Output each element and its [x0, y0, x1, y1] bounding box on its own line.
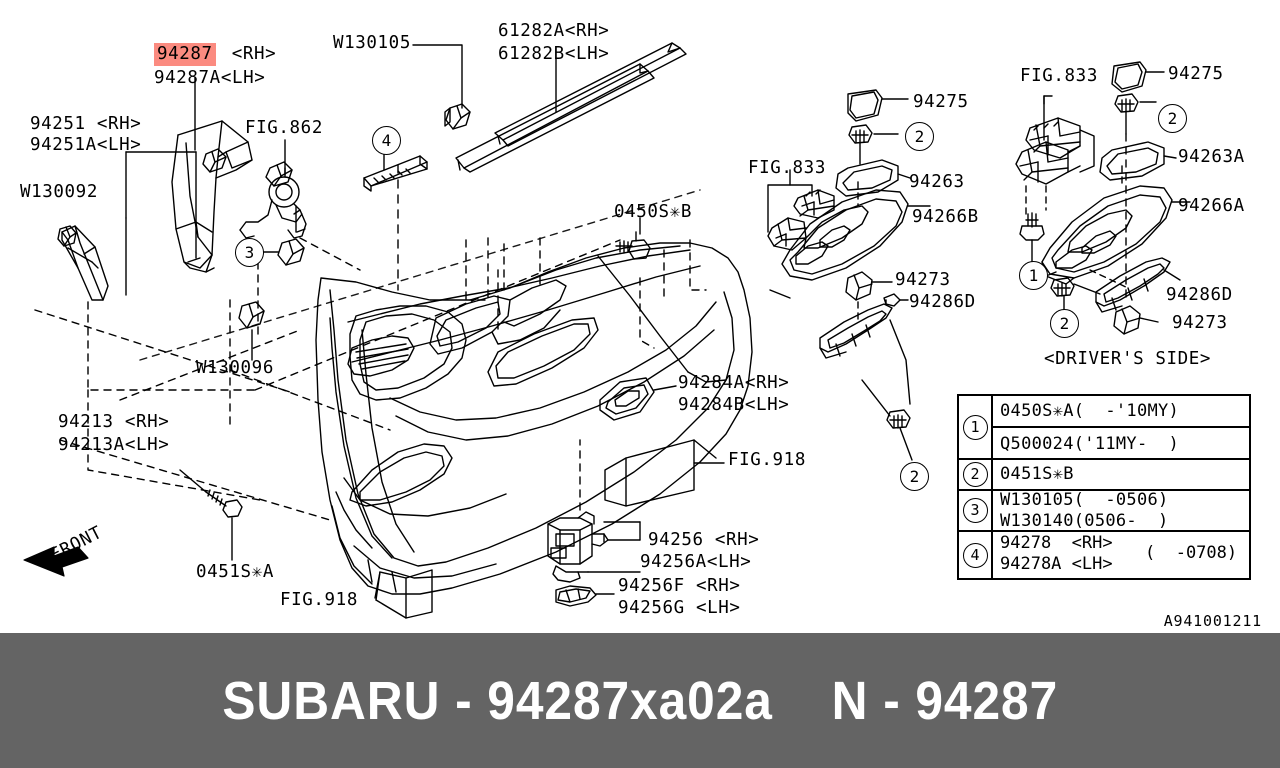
label-fig833-right: FIG.833 — [1020, 66, 1098, 86]
label-fig918-left: FIG.918 — [280, 590, 358, 610]
label-94286d-right: 94286D — [1166, 285, 1233, 305]
legend-table: 1 2 3 4 0450S✳A( -'10MY) Q500024('11MY- … — [957, 394, 1251, 580]
label-94213a-lh: 94213A<LH> — [58, 435, 170, 455]
callout-1-right: 1 — [1019, 261, 1048, 290]
legend-row-2-line-1: 0451S✳B — [1000, 464, 1074, 484]
highlighted-part-number: 94287 — [154, 43, 216, 66]
label-fig833-mid: FIG.833 — [748, 158, 826, 178]
label-94275-mid: 94275 — [913, 92, 969, 112]
legend-row-2: 0451S✳B — [993, 460, 1249, 491]
diagram-linework — [23, 42, 1191, 619]
label-94273-mid: 94273 — [895, 270, 951, 290]
label-94284a-rh: 94284A<RH> — [678, 373, 790, 393]
legend-row-3-line-2: W130140(0506- ) — [1000, 510, 1169, 531]
label-0451s-a: 0451S✳A — [196, 562, 274, 582]
legend-number-column: 1 2 3 4 — [959, 396, 993, 578]
label-61282b-lh: 61282B<LH> — [498, 44, 610, 64]
legend-circle-3: 3 — [962, 498, 988, 523]
label-94263a: 94263A — [1178, 147, 1245, 167]
legend-row-3: W130105( -0506) W130140(0506- ) — [993, 489, 1249, 532]
legend-row-1-line-1: 0450S✳A( -'10MY) — [993, 396, 1249, 428]
label-61282a-rh: 61282A<RH> — [498, 21, 610, 41]
callout-2-bottom: 2 — [900, 462, 929, 491]
legend-row-3-line-1: W130105( -0506) — [1000, 489, 1169, 510]
legend-row-3-lines: W130105( -0506) W130140(0506- ) — [993, 489, 1249, 531]
footer-bar: SUBARU - 94287xa02a N - 94287 — [0, 633, 1280, 768]
label-94251-rh: 94251 <RH> — [30, 114, 142, 134]
callout-2-right: 2 — [1158, 104, 1187, 133]
legend-num-4: 4 — [959, 532, 991, 578]
label-fig862: FIG.862 — [245, 118, 323, 138]
callout-4-top: 4 — [372, 126, 401, 155]
label-94251a-lh: 94251A<LH> — [30, 135, 142, 155]
legend-row-4-line-2: 94278A <LH> — [1000, 554, 1113, 574]
label-94256a-lh: 94256A<LH> — [640, 552, 752, 572]
label-w130092: W130092 — [20, 182, 98, 202]
label-94273-right: 94273 — [1172, 313, 1228, 333]
label-0450s-b: 0450S✳B — [614, 202, 692, 222]
label-fig918-right: FIG.918 — [728, 450, 806, 470]
label-w130105: W130105 — [333, 33, 411, 53]
label-94213-rh: 94213 <RH> — [58, 412, 170, 432]
label-94266b: 94266B — [912, 207, 979, 227]
label-94266a: 94266A — [1178, 196, 1245, 216]
callout-3-left: 3 — [235, 238, 264, 267]
label-94286d-mid: 94286D — [909, 292, 976, 312]
legend-row-4: 94278 <RH> 94278A <LH> ( -0708) — [993, 532, 1249, 578]
legend-row-4-line-1: 94278 <RH> — [1000, 533, 1113, 553]
callout-2-lower-right: 2 — [1050, 309, 1079, 338]
legend-num-2: 2 — [959, 460, 991, 491]
legend-row-1-line-2: Q500024('11MY- ) — [1000, 434, 1180, 454]
legend-text-column: 0450S✳A( -'10MY) Q500024('11MY- ) 0451S✳… — [993, 396, 1249, 578]
label-w130096: W130096 — [196, 358, 274, 378]
legend-row-4-suffix: ( -0708) — [1145, 543, 1238, 563]
label-94256g-lh: 94256G <LH> — [618, 598, 741, 618]
label-94256f-rh: 94256F <RH> — [618, 576, 741, 596]
legend-num-3: 3 — [959, 491, 991, 532]
label-94287a-lh: 94287A<LH> — [154, 68, 266, 88]
label-94287-rh: 94287 <RH> — [154, 43, 277, 66]
label-94263: 94263 — [909, 172, 965, 192]
legend-circle-4: 4 — [962, 542, 988, 568]
callout-2-mid: 2 — [905, 122, 934, 151]
label-94284b-lh: 94284B<LH> — [678, 395, 790, 415]
diagram-canvas: 4 3 2 2 1 2 2 94287 <RH> 94287A<LH> 94251… — [20, 21, 1262, 630]
label-94287-rh-suffix: <RH> — [231, 44, 277, 64]
drawing-number: A941001211 — [1163, 612, 1262, 630]
legend-num-1: 1 — [959, 396, 991, 460]
label-94275-right: 94275 — [1168, 64, 1224, 84]
label-drivers-side: <DRIVER'S SIDE> — [1044, 349, 1212, 369]
legend-circle-1: 1 — [962, 414, 988, 440]
footer-part-label: SUBARU - 94287xa02a N - 94287 — [222, 670, 1058, 731]
legend-circle-2: 2 — [962, 462, 988, 487]
legend-row-1: 0450S✳A( -'10MY) Q500024('11MY- ) — [993, 396, 1249, 460]
label-94256-rh: 94256 <RH> — [648, 530, 760, 550]
